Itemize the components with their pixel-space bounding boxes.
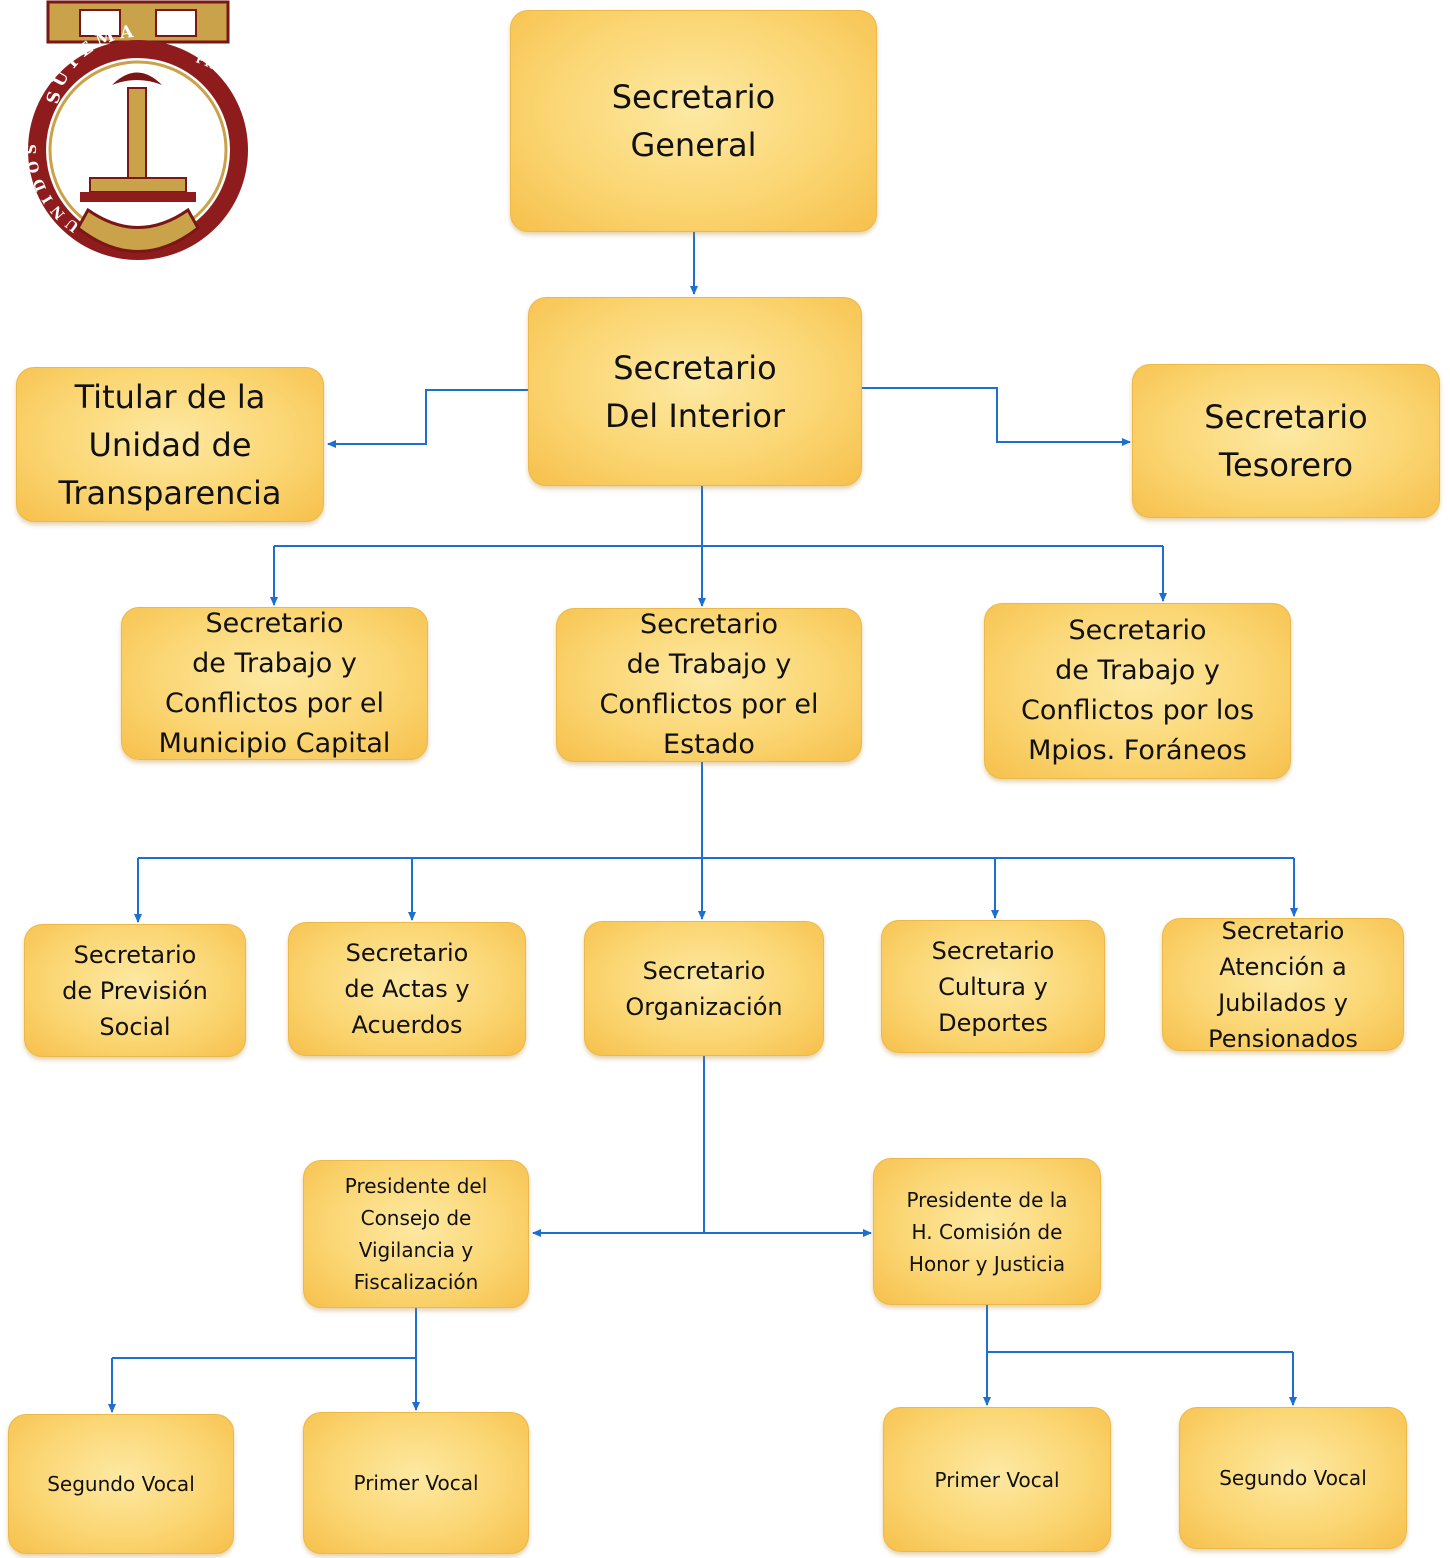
node-secretario-interior: Secretario Del Interior [528,297,862,486]
connector-interior-trabajo-bus [274,486,1163,547]
node-jubilados-pensionados: Secretario Atención a Jubilados y Pensio… [1162,917,1404,1053]
node-prevision-social: Secretario de Previsión Social [24,924,246,1057]
node-honor-segundo-vocal: Segundo Vocal [1179,1407,1407,1549]
node-consejo-vigilancia: Presidente del Consejo de Vigilancia y F… [303,1160,529,1308]
node-secretario-tesorero: Secretario Tesorero [1132,364,1440,518]
connector-vigilancia-bus [112,1308,417,1359]
node-comision-honor: Presidente de la H. Comisión de Honor y … [873,1158,1101,1305]
connector-honor-bus [986,1305,1293,1353]
node-trabajo-foraneos: Secretario de Trabajo y Conflictos por l… [984,603,1291,779]
node-secretario-general: Secretario General [510,10,877,232]
connector-interior-transparencia [327,389,528,448]
sutema-seal-logo: SUTEMA UNIDOS PROGRESAREMOS [24,0,256,260]
node-actas-acuerdos: Secretario de Actas y Acuerdos [288,922,526,1056]
node-trabajo-estado: Secretario de Trabajo y Conflictos por e… [556,608,862,762]
node-trabajo-capital: Secretario de Trabajo y Conflictos por e… [121,607,428,760]
connector-interior-tesorero [862,387,1131,446]
node-titular-transparencia: Titular de la Unidad de Transparencia [16,367,324,522]
node-vigilancia-primer-vocal: Primer Vocal [303,1412,529,1554]
node-honor-primer-vocal: Primer Vocal [883,1407,1111,1552]
node-organizacion: Secretario Organización [584,921,824,1056]
node-cultura-deportes: Secretario Cultura y Deportes [881,920,1105,1053]
node-vigilancia-segundo-vocal: Segundo Vocal [8,1414,234,1554]
